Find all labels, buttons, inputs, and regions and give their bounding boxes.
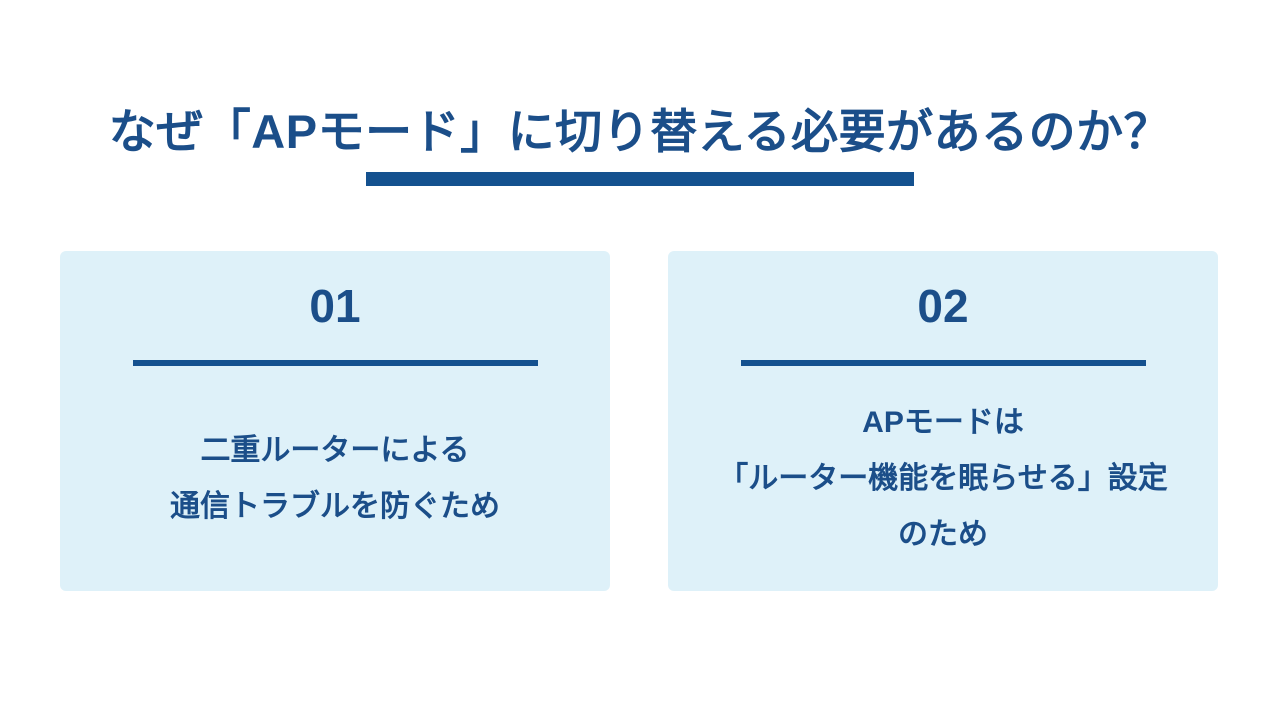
card-divider	[132, 360, 538, 366]
card-text-line: のため	[898, 517, 988, 551]
card-text-line: 「ルーター機能を眠らせる」設定	[718, 461, 1168, 495]
page-title: なぜ「APモード」に切り替える必要があるのか？	[108, 105, 1172, 158]
card-text-line: APモードは	[862, 405, 1024, 439]
card-body: 二重ルーターによる 通信トラブルを防ぐため	[60, 366, 610, 591]
card-text-line: 二重ルーターによる	[200, 433, 470, 467]
card-number: 01	[309, 280, 361, 332]
card-text-line: 通信トラブルを防ぐため	[170, 489, 500, 523]
title-underline-bar	[366, 172, 914, 186]
card-number: 02	[917, 280, 969, 332]
reason-card-2: 02 APモードは 「ルーター機能を眠らせる」設定 のため	[668, 251, 1218, 591]
card-body: APモードは 「ルーター機能を眠らせる」設定 のため	[668, 366, 1218, 591]
reason-card-1: 01 二重ルーターによる 通信トラブルを防ぐため	[60, 251, 610, 591]
card-divider	[740, 360, 1146, 366]
